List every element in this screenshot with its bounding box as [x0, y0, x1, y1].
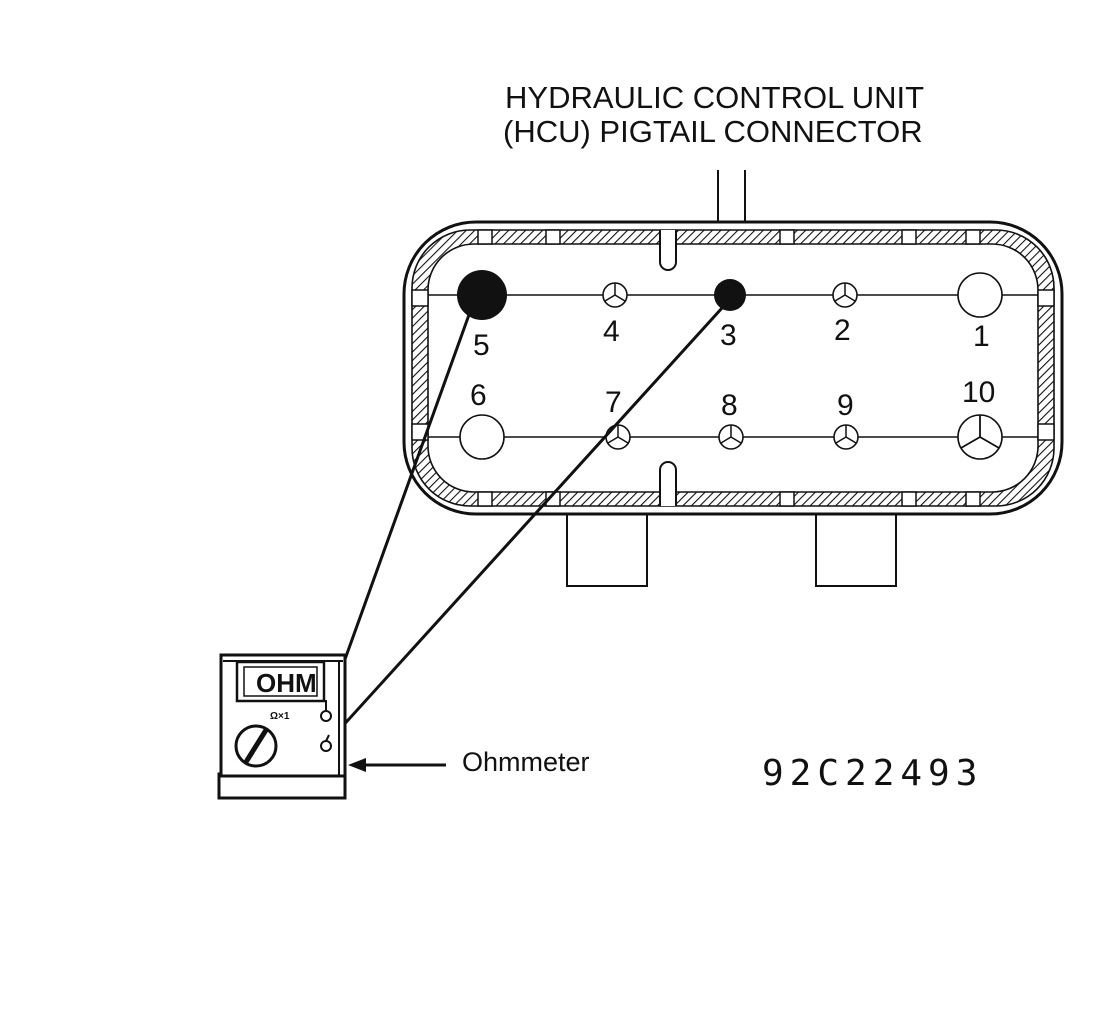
pin-label-6: 6: [470, 379, 487, 412]
arrow-icon: [348, 758, 446, 772]
figure-id: 92C22493: [762, 753, 983, 794]
pin-6-terminal: [459, 414, 505, 460]
key-notch-top: [659, 230, 677, 271]
pin-3-terminal: [714, 279, 746, 311]
pin-label-4: 4: [603, 315, 620, 348]
title-line-2: (HCU) PIGTAIL CONNECTOR: [503, 114, 923, 149]
ohmmeter-jack-bottom: [320, 734, 332, 752]
key-notch-bottom: [659, 461, 677, 506]
connector-tab-left: [566, 511, 648, 587]
title-line-1: HYDRAULIC CONTROL UNIT: [505, 80, 924, 115]
pin-1-terminal: [957, 272, 1003, 318]
test-lead-pin-3: [328, 306, 724, 742]
pin-8-terminal: [718, 424, 744, 450]
seal-blocks: [411, 229, 1055, 507]
ohmmeter-scale-label: Ω×1: [270, 711, 290, 722]
test-lead-pin-5: [324, 311, 472, 713]
connector-tab-right: [815, 511, 897, 587]
pin-5-terminal: [457, 270, 507, 320]
pin-label-3: 3: [720, 319, 737, 352]
ohmmeter-base: [217, 772, 347, 800]
ohmmeter-display-text: OHM: [256, 668, 317, 698]
pin-label-8: 8: [721, 389, 738, 422]
pin-label-9: 9: [837, 389, 854, 422]
pin-label-5: 5: [473, 329, 490, 362]
pin-label-1: 1: [973, 320, 990, 353]
connector-outer-shell: [402, 220, 1064, 516]
pin-4-terminal: [602, 282, 628, 308]
ohmmeter-icon: OHM Ω×1: [217, 653, 347, 800]
pin-9-terminal: [833, 424, 859, 450]
ohmmeter-label: Ohmmeter: [462, 747, 590, 777]
ohmmeter-jack-top: [320, 700, 332, 722]
pin-label-2: 2: [834, 314, 851, 347]
pin-7-terminal: [605, 424, 631, 450]
pigtail-wires: [717, 170, 746, 222]
pin-label-10: 10: [962, 376, 995, 409]
pin-2-terminal: [832, 282, 858, 308]
hcu-connector: 5 4 3 2 1 6 7 8 9 10: [402, 220, 1064, 587]
pin-label-7: 7: [605, 386, 622, 419]
pin-10-terminal: [957, 414, 1003, 460]
connector-seal: [411, 229, 1055, 507]
